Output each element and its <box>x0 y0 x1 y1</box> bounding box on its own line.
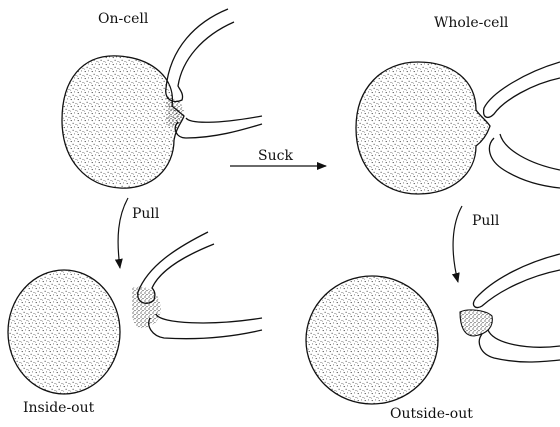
whole-cell-pipette <box>484 62 560 188</box>
pull-arrow-left-label: Pull <box>132 206 160 222</box>
inside-out-panel: Inside-out <box>8 232 262 416</box>
inside-out-pipette <box>138 232 262 339</box>
whole-cell-label: Whole-cell <box>434 15 509 31</box>
pull-arrow-left: Pull <box>118 198 160 268</box>
inside-out-label: Inside-out <box>23 400 95 416</box>
suck-arrow: Suck <box>230 148 326 166</box>
inside-out-membrane-patch <box>132 287 161 329</box>
outside-out-panel: Outside-out <box>306 254 560 422</box>
suck-arrow-label: Suck <box>258 148 293 164</box>
outside-out-detached-cell <box>306 276 438 404</box>
on-cell-label: On-cell <box>98 11 149 27</box>
outside-out-membrane-patch <box>460 310 492 336</box>
outside-out-pipette <box>474 254 560 362</box>
pull-arrow-right: Pull <box>453 206 500 282</box>
on-cell-panel: On-cell <box>62 9 262 188</box>
pull-arrow-right-label: Pull <box>472 213 500 229</box>
inside-out-detached-cell <box>8 270 120 394</box>
pull-arrow-left-line <box>118 198 128 268</box>
whole-cell-panel: Whole-cell <box>356 15 560 194</box>
whole-cell-body <box>356 62 490 194</box>
outside-out-label: Outside-out <box>390 406 473 422</box>
on-cell-body <box>62 56 184 188</box>
pull-arrow-right-line <box>453 206 462 282</box>
